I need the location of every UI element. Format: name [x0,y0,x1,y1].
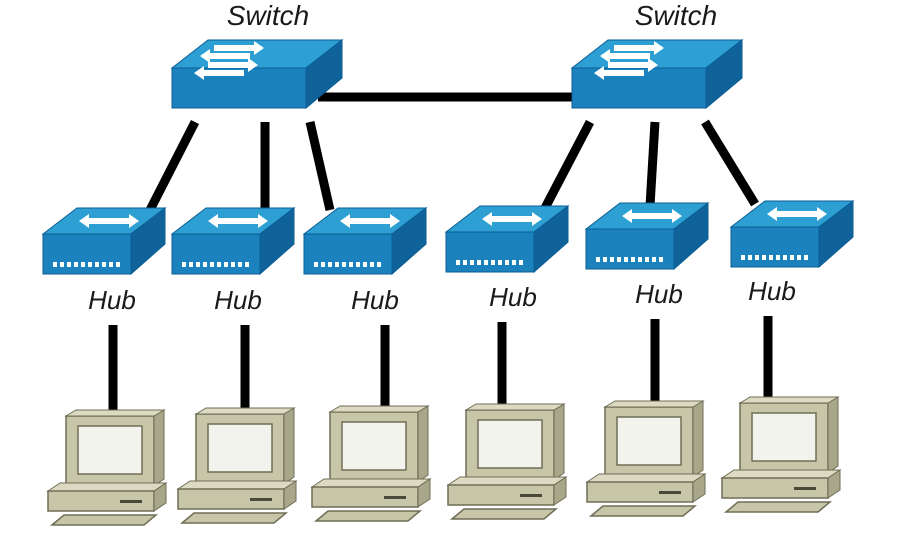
hub-label-2: Hub [214,285,262,315]
pc-3-screen [341,421,407,471]
link-switch-hub-4 [541,119,594,211]
hub-5-icon [584,201,710,271]
pc-3-keyboard [313,510,423,522]
hub-label-3: Hub [351,285,399,315]
pc-5-keyboard [588,505,698,517]
pc-1-keyboard [49,514,159,526]
hub-label-4: Hub [489,282,537,312]
pc-6-icon [720,396,842,513]
pc-1-icon [46,409,168,526]
pc-6-keyboard [723,501,833,513]
hub-label-5: Hub [635,279,683,309]
links-layer [108,92,773,418]
hub-3-icon [302,206,428,276]
link-switch-hub-1 [145,119,200,213]
switch-left-icon [170,38,344,110]
pc-2-icon [176,407,298,524]
pc-5-icon [585,400,707,517]
pc-4-screen [477,419,543,469]
pc-2-screen [207,423,273,473]
pc-4-icon [446,403,568,520]
hub-1-icon [41,206,167,276]
pc-5-screen [616,416,682,466]
hub-label-6: Hub [748,276,796,306]
pc-2-keyboard [179,512,289,524]
pc-4-keyboard [449,508,559,520]
hub-label-1: Hub [88,285,136,315]
switch-label-right: Switch [634,0,718,31]
pc-3-icon [310,405,432,522]
link-switch-hub-6 [701,119,759,207]
switch-label-left: Switch [226,0,310,31]
switch-right-icon [570,38,744,110]
hub-6-icon [729,199,855,269]
link-switch-hub-3 [305,121,335,211]
pc-1-screen [77,425,143,475]
link-switch-hub-5 [645,121,660,207]
hub-2-icon [170,206,296,276]
pc-6-screen [751,412,817,462]
hub-4-icon [444,204,570,274]
